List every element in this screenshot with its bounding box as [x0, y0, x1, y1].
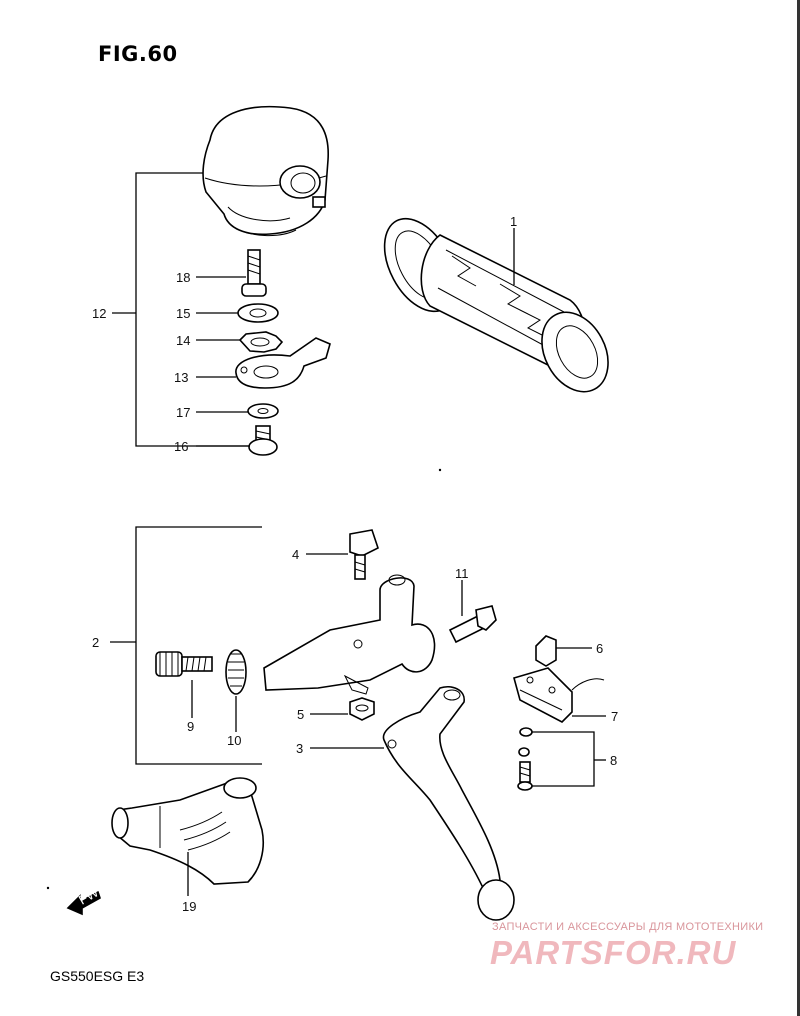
callout-8: 8 — [610, 753, 617, 768]
handlebar-grip-part-1[interactable] — [370, 207, 621, 403]
screw-set-part-8[interactable] — [517, 727, 606, 791]
callout-14: 14 — [176, 333, 190, 348]
group-bracket-12 — [112, 172, 250, 447]
figure-title: FIG.60 — [98, 42, 178, 66]
switch-part-7[interactable] — [513, 667, 606, 723]
callout-11: 11 — [455, 566, 469, 581]
locknut-part-10[interactable] — [225, 649, 247, 732]
callout-15: 15 — [176, 306, 190, 321]
callout-7: 7 — [611, 709, 618, 724]
callout-19: 19 — [182, 899, 196, 914]
callout-labels: 1 2 3 4 5 6 7 8 9 10 11 12 13 14 15 16 1… — [92, 214, 618, 914]
fwd-label: FWD — [76, 880, 109, 908]
scan-dot — [46, 886, 50, 890]
screw-part-16[interactable] — [248, 425, 278, 456]
clutch-lever-part-3[interactable] — [310, 686, 515, 921]
callout-10: 10 — [227, 733, 241, 748]
lock-washer-part-14[interactable] — [238, 331, 284, 353]
callout-4: 4 — [292, 547, 299, 562]
adjuster-part-9[interactable] — [155, 651, 213, 718]
callout-9: 9 — [187, 719, 194, 734]
callout-17: 17 — [176, 405, 190, 420]
callout-5: 5 — [297, 707, 304, 722]
callout-18: 18 — [176, 270, 190, 285]
scan-dot — [438, 468, 442, 472]
washer-part-15[interactable] — [237, 303, 279, 323]
nut-part-5[interactable] — [310, 697, 375, 721]
cable-end-part-6[interactable] — [535, 635, 592, 667]
callout-2: 2 — [92, 635, 99, 650]
fwd-arrow-icon: FWD — [66, 880, 109, 916]
plate-part-13[interactable] — [235, 337, 331, 389]
watermark-brand: PARTSFOR.RU — [490, 934, 737, 971]
screw-part-18[interactable] — [241, 249, 267, 297]
scan-edge — [797, 0, 800, 1016]
callout-6: 6 — [596, 641, 603, 656]
callout-12: 12 — [92, 306, 106, 321]
callout-3: 3 — [296, 741, 303, 756]
callout-1: 1 — [510, 214, 517, 229]
switch-housing-part[interactable] — [202, 105, 329, 237]
lever-bracket-part[interactable] — [263, 574, 436, 695]
group-bracket-2 — [110, 526, 262, 765]
model-code: GS550ESG E3 — [50, 968, 145, 984]
leader-lines-upper — [196, 276, 250, 447]
bolt-part-4[interactable] — [306, 529, 379, 580]
callout-16: 16 — [174, 439, 188, 454]
screw-part-11[interactable] — [448, 580, 497, 644]
watermark-tagline: ЗАПЧАСТИ И АКСЕССУАРЫ ДЛЯ МОТОТЕХНИКИ — [492, 921, 764, 933]
callout-13: 13 — [174, 370, 188, 385]
switch-part-19[interactable] — [111, 777, 264, 896]
washer-part-17[interactable] — [247, 403, 279, 419]
